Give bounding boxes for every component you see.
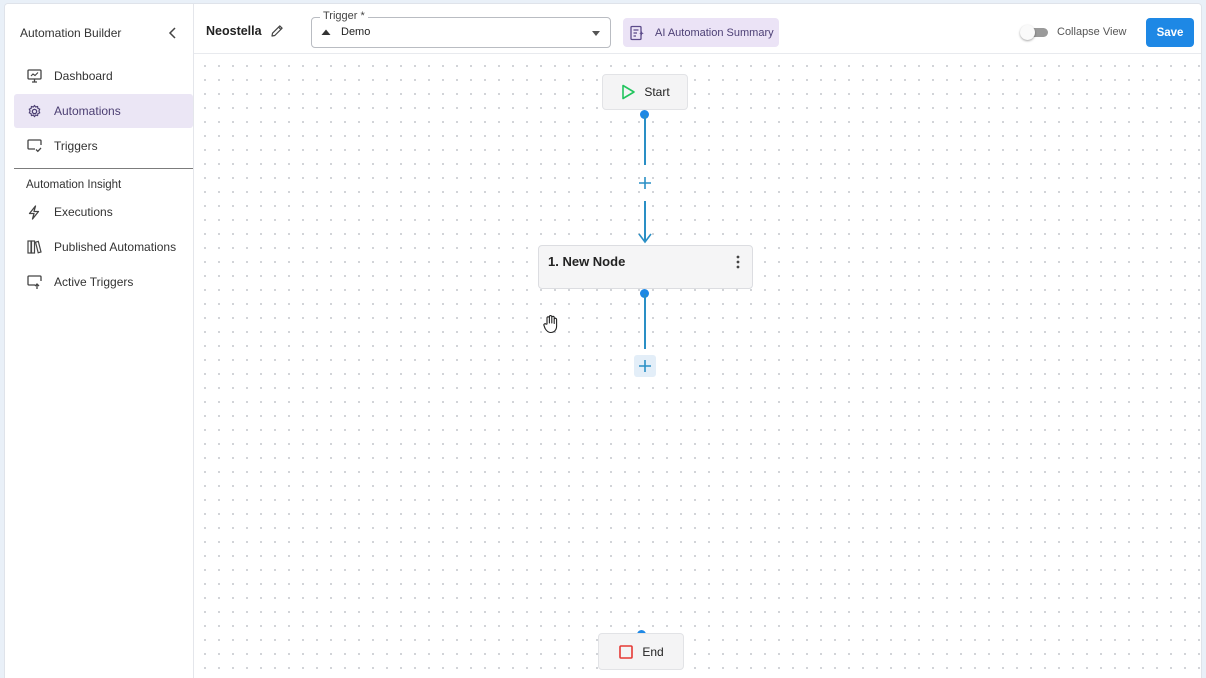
flow-canvas[interactable]: Start 1. New Node End <box>194 55 1201 678</box>
collapse-view: Collapse View <box>1020 25 1127 40</box>
play-icon <box>620 84 636 100</box>
sidebar-header: Automation Builder <box>20 24 180 42</box>
monitor-icon <box>26 68 42 84</box>
edge-line <box>644 115 646 165</box>
app-window: Automation Builder Dashboard Automations… <box>4 3 1202 678</box>
plus-icon <box>639 177 651 189</box>
toolbar: Neostella Trigger * Demo AI Automation S… <box>194 4 1201 54</box>
start-output-handle[interactable] <box>640 110 649 119</box>
trigger-select-label: Trigger * <box>320 10 368 22</box>
ai-automation-summary-button[interactable]: AI Automation Summary <box>623 18 779 47</box>
sidebar-collapse-button[interactable] <box>166 26 180 40</box>
edit-name-button[interactable] <box>270 24 284 38</box>
sidebar-item-automations[interactable]: Automations <box>14 94 193 128</box>
sidebar-divider <box>14 168 193 169</box>
books-icon <box>26 239 42 255</box>
sidebar-item-published-automations[interactable]: Published Automations <box>14 230 193 264</box>
sidebar: Automation Builder Dashboard Automations… <box>5 4 194 678</box>
flow-node[interactable]: 1. New Node <box>538 245 753 289</box>
sidebar-item-label: Executions <box>54 205 113 219</box>
ai-summary-label: AI Automation Summary <box>655 26 774 39</box>
edge-line <box>644 294 646 349</box>
start-node-label: Start <box>644 85 670 99</box>
edge-line <box>644 201 646 241</box>
sidebar-item-triggers[interactable]: Triggers <box>14 129 193 163</box>
end-node[interactable]: End <box>598 633 684 670</box>
sidebar-item-label: Dashboard <box>54 69 113 83</box>
sidebar-item-label: Published Automations <box>54 240 177 254</box>
chevron-left-icon <box>168 27 176 39</box>
arrow-down-icon <box>638 233 652 244</box>
trigger-select[interactable]: Trigger * Demo <box>311 10 611 48</box>
trigger-value-text: Demo <box>341 26 371 38</box>
screen-arrow-icon <box>26 274 42 290</box>
hand-cursor-icon <box>543 315 558 334</box>
workflow-name: Neostella <box>206 24 284 38</box>
start-node[interactable]: Start <box>602 74 688 110</box>
sidebar-item-label: Triggers <box>54 139 98 153</box>
sidebar-item-label: Automations <box>54 104 121 118</box>
gear-icon <box>26 103 42 119</box>
sidebar-section-title: Automation Insight <box>26 179 122 191</box>
sidebar-item-active-triggers[interactable]: Active Triggers <box>14 265 193 299</box>
collapse-view-toggle[interactable] <box>1020 25 1048 40</box>
collapse-view-label: Collapse View <box>1057 26 1127 38</box>
chevron-up-icon <box>320 26 332 38</box>
end-node-label: End <box>642 644 664 659</box>
node-output-handle[interactable] <box>640 289 649 298</box>
pencil-icon <box>270 25 283 37</box>
lightning-icon <box>26 204 42 220</box>
node-title: 1. New Node <box>548 254 626 269</box>
sidebar-item-dashboard[interactable]: Dashboard <box>14 59 193 93</box>
caret-down-icon <box>592 31 600 36</box>
more-vertical-icon <box>736 255 740 269</box>
node-menu-button[interactable] <box>734 255 742 271</box>
plus-icon <box>639 360 651 372</box>
save-button[interactable]: Save <box>1146 18 1194 47</box>
workflow-name-text: Neostella <box>206 24 262 38</box>
ai-document-icon <box>629 25 645 41</box>
add-step-button[interactable] <box>634 355 656 377</box>
toggle-knob <box>1020 25 1035 40</box>
sidebar-title: Automation Builder <box>20 26 122 40</box>
toggle-track <box>1024 28 1048 37</box>
sidebar-item-executions[interactable]: Executions <box>14 195 193 229</box>
add-step-button[interactable] <box>634 172 656 194</box>
stop-icon <box>618 644 634 660</box>
screen-check-icon <box>26 138 42 154</box>
sidebar-item-label: Active Triggers <box>54 275 134 289</box>
trigger-select-value: Demo <box>320 26 370 38</box>
